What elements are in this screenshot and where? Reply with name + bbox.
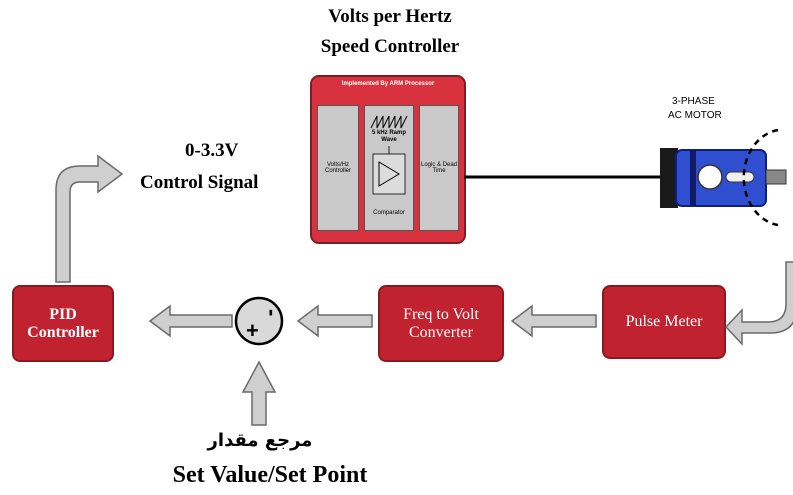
pulse-meter-block: Pulse Meter: [602, 285, 726, 359]
summing-junction: + -: [234, 296, 285, 346]
feedback-arrow: [724, 261, 793, 346]
pwm-block: 5 kHz Ramp Wave Comparator: [364, 105, 414, 231]
pid-label-1: PID: [49, 305, 77, 323]
control-signal-label-2: Control Signal: [140, 172, 259, 193]
arrow-pulse-to-f2v: [510, 304, 597, 338]
arrow-setpoint-up: [241, 360, 277, 426]
ramp-wave-label: 5 kHz Ramp Wave: [371, 130, 406, 143]
logic-label: Logic & Dead Time: [420, 162, 458, 174]
vhz-controller-label: Volts/Hz Controller: [324, 162, 351, 174]
arrow-f2v-to-sum: [296, 304, 373, 338]
motor-label-2: AC MOTOR: [668, 110, 722, 121]
freq-to-volt-block: Freq to Volt Converter: [378, 285, 504, 362]
pid-label-2: Controller: [27, 323, 99, 341]
pulse-meter-label: Pulse Meter: [625, 313, 703, 330]
f2v-label-1: Freq to Volt: [403, 305, 479, 323]
f2v-label-2: Converter: [409, 323, 473, 341]
comparator-icon: [372, 146, 406, 195]
control-signal-label-1: 0-3.3V: [185, 140, 239, 161]
logic-block: Logic & Dead Time: [419, 105, 459, 231]
vhz-controller-block: Volts/Hz Controller: [317, 105, 359, 231]
setpoint-arabic-label: مرجع مقدار: [207, 430, 313, 451]
sum-minus-sign: -: [260, 309, 285, 316]
controller-header: Implemented By ARM Processor: [341, 81, 435, 87]
sum-plus-sign: +: [246, 318, 259, 343]
diagram-title-line1: Volts per Hertz: [328, 6, 452, 27]
pid-controller-block: PID Controller: [12, 285, 114, 362]
arrow-pid-to-control: [55, 154, 124, 283]
diagram-title-line2: Speed Controller: [320, 36, 460, 57]
arrow-sum-to-pid: [148, 304, 233, 338]
ac-motor-icon: [660, 128, 787, 227]
motor-label-1: 3-PHASE: [672, 96, 715, 107]
comparator-label: Comparator: [373, 210, 405, 216]
setpoint-english-label: Set Value/Set Point: [172, 462, 368, 488]
ramp-wave-icon: [370, 115, 408, 129]
vf-speed-controller: Implemented By ARM Processor Volts/Hz Co…: [310, 75, 466, 244]
